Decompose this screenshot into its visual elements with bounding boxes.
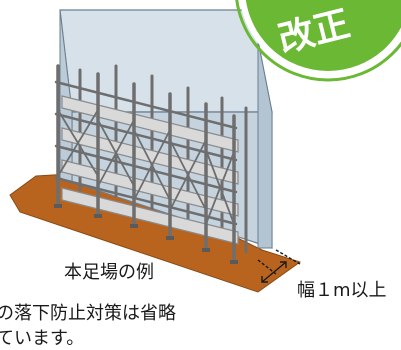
- note-line-2: ています。: [0, 328, 85, 349]
- figure-caption: 本足場の例: [64, 262, 154, 283]
- width-dimension-marker: [257, 249, 301, 283]
- note-line-1: の落下防止対策は省略: [0, 303, 176, 324]
- width-label: 幅１m以上: [297, 280, 387, 301]
- revision-badge: 改正: [235, 0, 401, 82]
- scaffold-frame: [54, 64, 248, 264]
